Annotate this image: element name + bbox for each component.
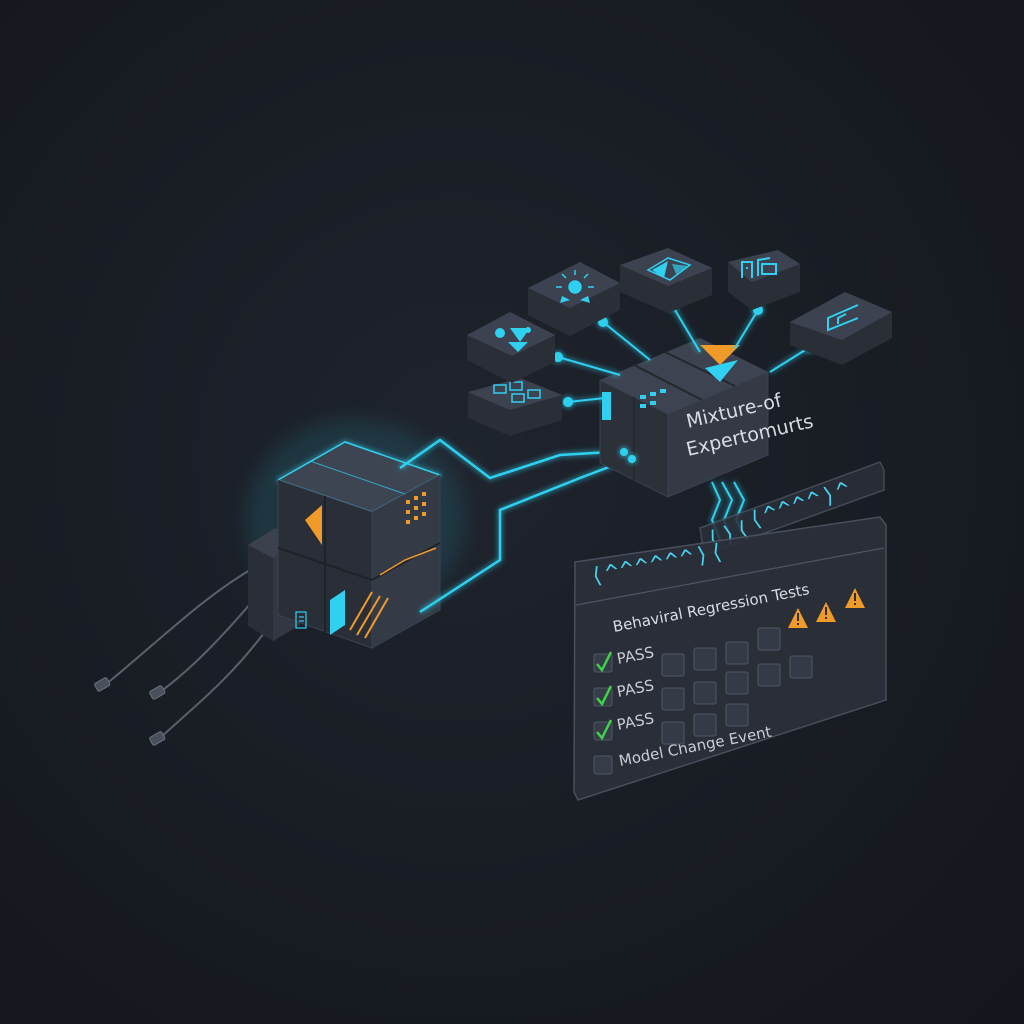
expert-tile-3 (528, 262, 620, 336)
plug-icons (94, 677, 166, 746)
router-chip-icon (640, 389, 666, 408)
check-icon (596, 719, 613, 741)
warning-icons (788, 588, 865, 628)
nodes-icon (495, 327, 531, 352)
triangle-icon (646, 257, 692, 281)
check-icon (596, 651, 613, 673)
power-cables (104, 569, 271, 739)
server-block (245, 420, 465, 649)
expert-tile-6 (790, 292, 892, 365)
warning-icon (816, 602, 836, 622)
expert-tile-4 (620, 248, 712, 313)
expert-tile-1 (468, 378, 562, 436)
expert-tile-5 (728, 250, 800, 310)
grid-chip-icon (493, 381, 541, 403)
router-block: Mixture-of Expertomurts (599, 338, 815, 498)
result-grid (661, 627, 813, 745)
circuit-icon (741, 257, 777, 278)
regression-test-panel: ⟨^^^^^^⟩⟨ Behaviral Regression Tests PAS… (573, 516, 887, 801)
bracket-icon (827, 304, 859, 332)
check-icon (596, 685, 613, 707)
warning-icon (845, 588, 865, 608)
expert-tile-2 (467, 312, 555, 383)
status-lights-icon (406, 492, 426, 524)
checkbox[interactable] (593, 755, 613, 775)
warning-icon (788, 608, 808, 628)
sun-gear-icon (556, 270, 594, 303)
